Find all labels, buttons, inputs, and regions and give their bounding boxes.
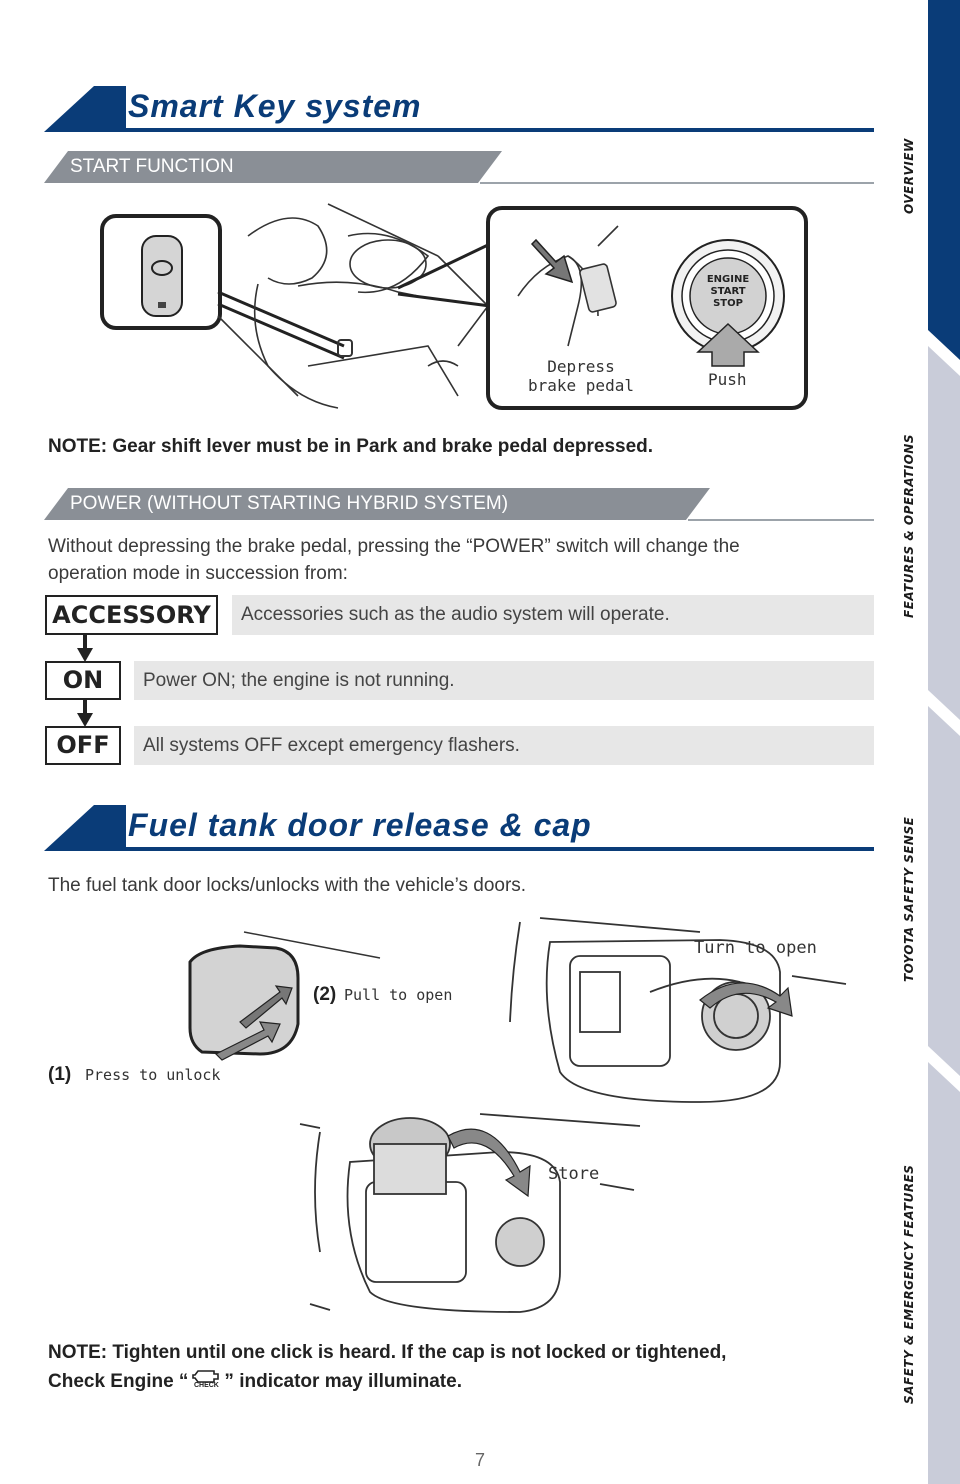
subtitle-bg <box>44 488 710 520</box>
press-to-unlock-label: Press to unlock <box>85 1066 221 1084</box>
mode-arrow-1 <box>83 635 87 651</box>
fuel-title: Fuel tank door release & cap <box>128 807 592 843</box>
press-arrow <box>530 238 574 284</box>
fuel-intro: The fuel tank door locks/unlocks with th… <box>48 875 527 896</box>
mode-desc-on: Power ON; the engine is not running. <box>134 661 874 700</box>
step1-number: (1) <box>48 1064 72 1085</box>
side-tab-tss[interactable]: TOYOTA SAFETY SENSE <box>902 816 916 982</box>
title-underline <box>104 847 874 851</box>
power-subtitle: POWER (WITHOUT STARTING HYBRID SYSTEM) <box>70 493 509 514</box>
side-tab-overview[interactable]: OVERVIEW <box>902 138 916 214</box>
title-accent <box>44 805 126 851</box>
fuel-note-line2: Check Engine “ CHECK ” indicator may ill… <box>48 1369 462 1393</box>
mode-arrow-2-head <box>77 713 93 727</box>
pull-arrow <box>239 985 293 1029</box>
brake-pedal-icon <box>517 225 619 347</box>
section-title-smart-key: Smart Key system <box>44 86 874 132</box>
subtitle-rule <box>688 519 874 521</box>
subtitle-rule <box>480 182 874 184</box>
button-label: ENGINE START STOP <box>688 274 768 310</box>
mode-desc-accessory: Accessories such as the audio system wil… <box>232 595 874 635</box>
side-tab-tss-bg[interactable] <box>928 706 960 1076</box>
press-arrow <box>214 1021 281 1061</box>
button-label-stop: STOP <box>713 298 743 309</box>
start-function-illustration <box>100 203 808 410</box>
pull-to-open-label: Pull to open <box>344 986 453 1004</box>
power-intro: Without depressing the brake pedal, pres… <box>48 533 740 587</box>
fuel-note-line1: NOTE: Tighten until one click is heard. … <box>48 1342 727 1363</box>
side-tab-features-bg[interactable] <box>928 346 960 720</box>
step2-number: (2) <box>313 984 337 1005</box>
mode-key-accessory: ACCESSORY <box>45 595 218 635</box>
engine-start-stop-button <box>671 239 785 353</box>
side-tab-safety[interactable]: SAFETY & EMERGENCY FEATURES <box>902 1164 916 1404</box>
mode-arrow-2 <box>83 700 87 716</box>
fuel-illustration <box>188 917 847 1313</box>
side-tab-features[interactable]: FEATURES & OPERATIONS <box>902 434 916 618</box>
power-intro-line1: Without depressing the brake pedal, pres… <box>48 536 740 557</box>
store-arrow <box>447 1128 531 1198</box>
power-intro-line2: operation mode in succession from: <box>48 563 348 584</box>
mode-key-off: OFF <box>45 726 121 765</box>
smart-key-fob-icon <box>141 235 183 317</box>
push-arrow <box>696 322 760 367</box>
check-label: CHECK <box>193 1382 219 1389</box>
title-underline <box>104 128 874 132</box>
turn-to-open-label: Turn to open <box>694 938 817 958</box>
title-accent <box>44 86 126 132</box>
fuel-cap-store-illustration <box>299 1113 641 1313</box>
mode-key-on: ON <box>45 661 121 700</box>
smart-key-title: Smart Key system <box>128 88 422 124</box>
driver-scene <box>217 203 490 409</box>
button-label-start: START <box>710 286 746 297</box>
turn-arrow <box>699 982 793 1017</box>
mode-arrow-1-head <box>77 648 93 662</box>
subtitle-bg <box>44 151 502 183</box>
side-tab-overview-bg[interactable] <box>928 0 960 360</box>
start-function-subtitle: START FUNCTION <box>70 156 234 177</box>
section-title-fuel: Fuel tank door release & cap <box>44 805 874 851</box>
push-label: Push <box>708 370 747 389</box>
depress-brake-label: Depress brake pedal <box>528 357 634 395</box>
fuel-note-line2-b: ” indicator may illuminate. <box>224 1371 462 1392</box>
side-tab-strip <box>928 0 960 1484</box>
store-label: Store <box>548 1164 600 1184</box>
page-number: 7 <box>474 1450 485 1470</box>
mode-desc-off: All systems OFF except emergency flasher… <box>134 726 874 765</box>
depress-line2: brake pedal <box>528 376 634 395</box>
start-note: NOTE: Gear shift lever must be in Park a… <box>48 436 654 457</box>
fuel-note-line2-a: Check Engine “ <box>48 1371 189 1392</box>
side-tab-safety-bg[interactable] <box>928 1062 960 1484</box>
check-engine-icon: CHECK <box>188 1369 224 1391</box>
button-label-engine: ENGINE <box>706 274 750 285</box>
depress-line1: Depress <box>547 357 615 376</box>
